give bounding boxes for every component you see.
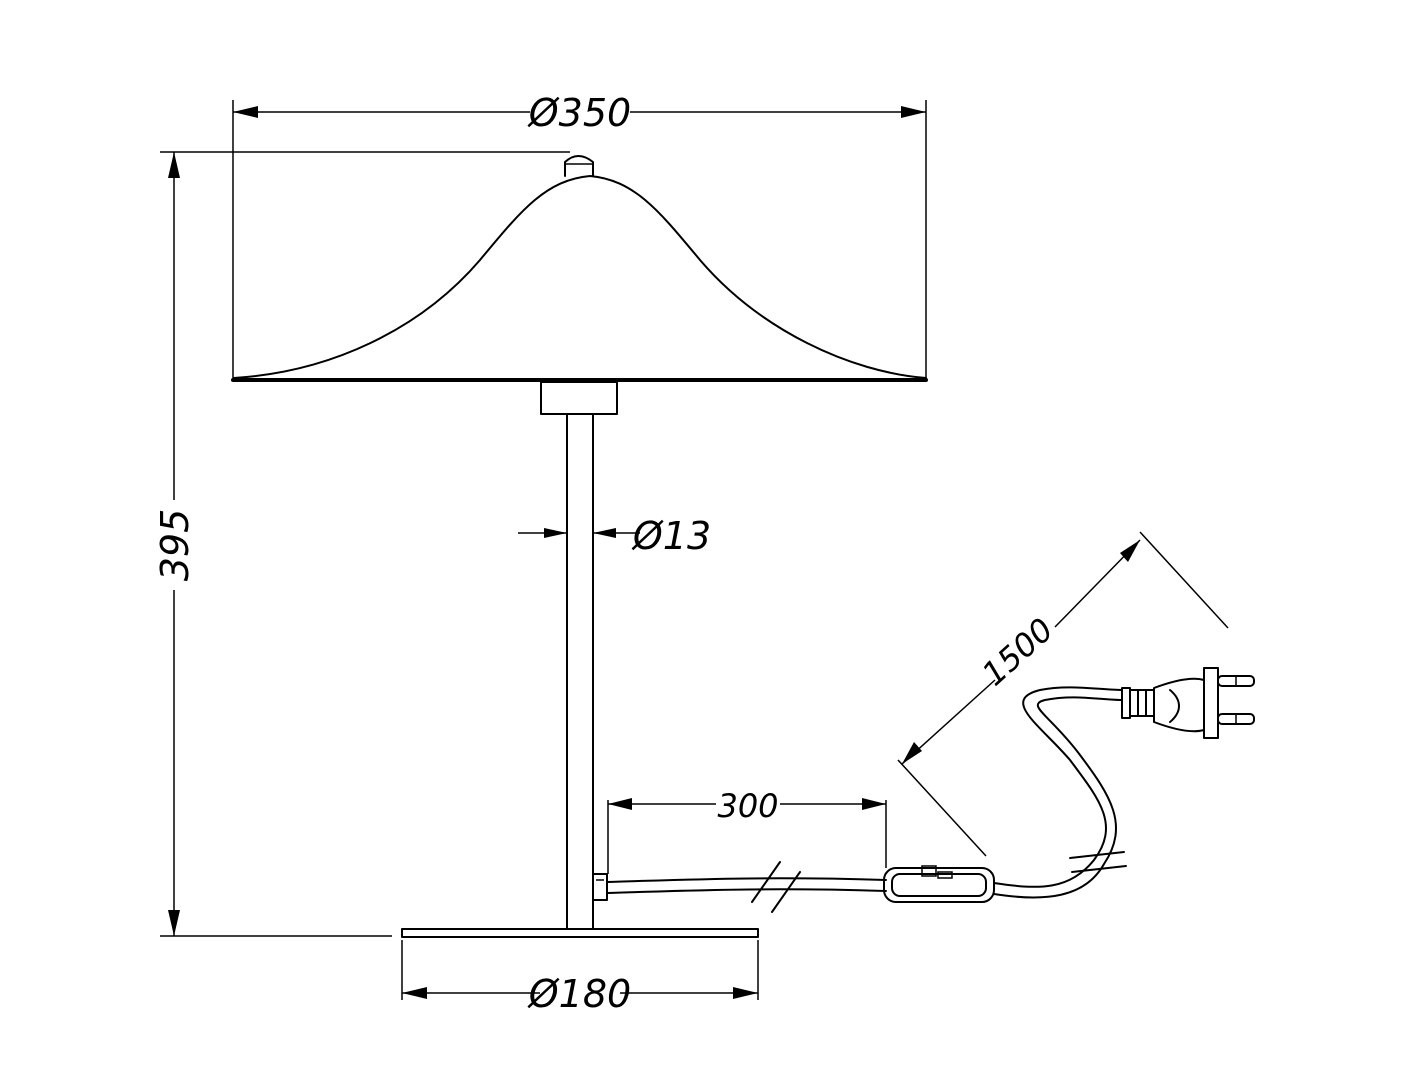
dimension-stem-diameter: Ø13 (518, 514, 711, 558)
shade-finial (564, 155, 594, 177)
euro-plug (1121, 667, 1255, 739)
stem-diameter-label: Ø13 (631, 514, 711, 558)
lamp-stem (566, 413, 594, 929)
dimension-switch-distance: 300 (607, 787, 887, 874)
cable-entry (592, 873, 608, 901)
dimension-cable-length: 1500 (897, 531, 1229, 857)
dimension-overall-height: 395 (153, 151, 570, 937)
power-cable (606, 861, 887, 913)
switch-distance-label: 300 (717, 787, 778, 825)
socket-holder (540, 381, 618, 415)
dimension-base-diameter: Ø180 (401, 940, 759, 1016)
shade-diameter-label: Ø350 (527, 91, 631, 135)
height-label: 395 (153, 509, 197, 582)
dimension-shade-diameter: Ø350 (232, 91, 927, 378)
lamp-shade (231, 175, 928, 382)
plug-cable (993, 686, 1127, 899)
cable-length-label: 1500 (975, 610, 1061, 693)
inline-switch (883, 865, 995, 903)
base-diameter-label: Ø180 (527, 972, 631, 1016)
lamp-base (401, 928, 759, 938)
